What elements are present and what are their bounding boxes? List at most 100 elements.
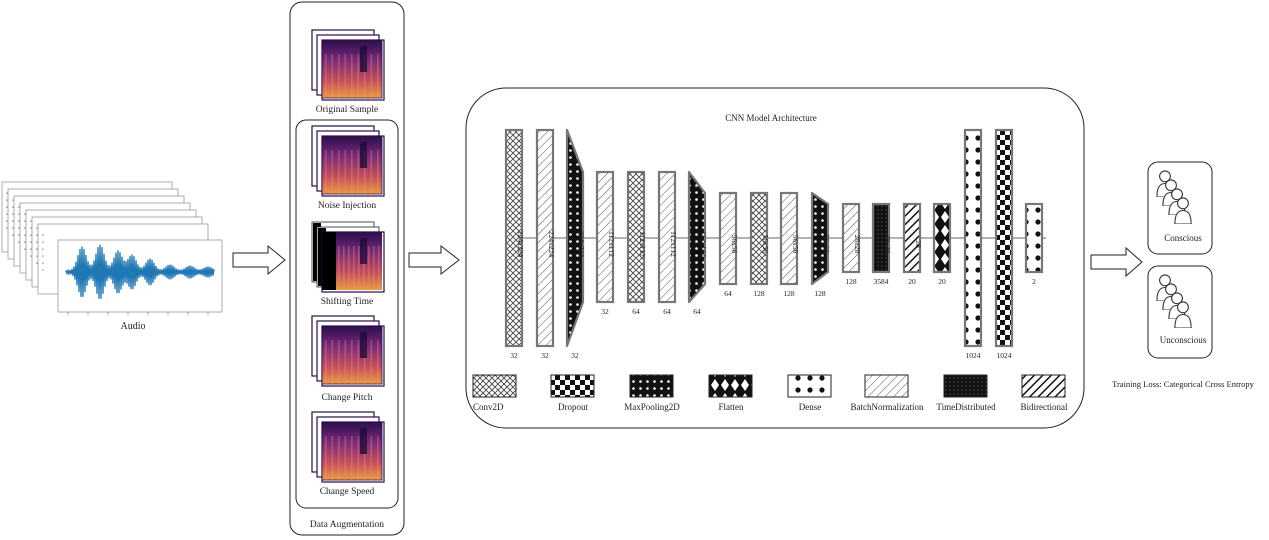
augmentation-sample-3-streak [344,340,347,384]
loss-caption: Training Loss: Categorical Cross Entropy [1112,379,1255,389]
legend-swatch-drop [550,374,595,398]
layer-8-block [749,191,769,286]
layer-9-block [779,191,799,286]
legend-label-td: TimeDistributed [936,402,996,412]
layer-9-dims: 56x56 [791,235,800,254]
layer-0-dims: 224x224 [516,231,525,258]
augmentation-sample-4-spectrogram [321,421,383,481]
model-panel [465,87,1085,429]
layer-15-block [963,128,983,348]
layer-1-channels: 32 [541,351,549,360]
layer-17-channels: 2 [1032,277,1036,286]
audio-tick: x [6,191,8,195]
augmentation-sample-2-streak [348,246,350,290]
layer-12-block [871,202,891,274]
augmentation-sample-1-streak [325,150,327,194]
augmentation-sample-3-streak [331,340,334,384]
layer-4-block [626,170,646,304]
output-class-label-0: Conscious [1164,233,1202,243]
augmentation-sample-3-streak [364,340,366,384]
augmentation-sample-4-streak [325,436,327,480]
augmentation-sample-0-streak [364,54,366,98]
layer-8-channels: 128 [753,289,765,298]
legend-swatch-dense [787,374,832,398]
audio-tick: x [36,226,38,230]
augmentation-sample-0-streak [377,54,379,98]
legend-swatch-pool [629,374,674,398]
augmentation-sample-4-streak [344,436,347,480]
audio-tick: x [24,212,26,216]
output-class-label-1: Unconscious [1160,335,1207,345]
legend-swatch-flat [708,374,753,398]
augmentation-title: Data Augmentation [310,520,384,530]
layer-11-channels: 128 [845,277,857,286]
layer-5-channels: 64 [663,307,671,316]
layer-5-dims: 112x112 [669,231,678,257]
augmentation-sample-0-streak [370,54,373,98]
layer-7-block [718,191,738,286]
augmentation-sample-0-spectrogram [321,39,383,99]
augmentation-sample-3-streak [338,340,340,384]
audio-label: Audio [121,321,146,332]
augmentation-sample-0-streak [351,54,353,98]
augmentation-sample-2-streak [368,246,370,290]
augmentation-sample-2-streak [353,246,355,290]
audio-tick: x [6,198,8,202]
augmentation-sample-4-dark-band [360,428,367,454]
augmentation-sample-2-streak [363,246,365,290]
layer-3-dims: 112x112 [607,231,616,257]
audio-tick: x [12,212,14,216]
model-layers: 224x22432224x22432224x22432112x11232112x… [504,128,1044,360]
layer-8-dims: 56x56 [761,235,770,254]
augmentation-sample-0-streak [357,54,360,98]
layer-12-dims: 28x28 [883,235,892,254]
legend-swatch-td [943,374,988,398]
legend-label-bn: BatchNormalization [851,402,924,412]
audio-tick: x [36,247,38,251]
augmentation-sample-3-streak [377,340,379,384]
audio-tick: x [24,226,26,230]
layer-17-block [1024,202,1044,274]
legend-swatch-bidir [1021,374,1066,398]
augmentation-label-1: Noise Injection [318,201,377,211]
layer-13-channels: 20 [908,277,916,286]
augmentation-inner-panel [295,119,399,509]
augmentation-sample-3-dark-band [360,332,367,358]
augmentation-sample-4-streak [338,436,340,480]
augmentation-sample-1-streak [351,150,353,194]
audio-waveform [65,244,215,299]
audio-tick: x [36,254,38,258]
augmentation-sample-3-streak [325,340,327,384]
augmentation-label-0: Original Sample [316,105,379,115]
model-title: CNN Model Architecture [725,113,816,123]
augmentation-sample-2-streak [338,246,340,290]
layer-6-block [687,170,707,304]
audio-tick: x [42,240,44,244]
layer-15-channels: 1024 [966,351,981,360]
layer-4-dims: 112x112 [638,231,647,257]
legend-label-bidir: Bidirectional [1021,402,1068,412]
augmentation-sample-0-streak [344,54,347,98]
augmentation-label-4: Change Speed [320,487,375,497]
augmentation-sample-0-streak [331,54,334,98]
audio-tick: x [12,233,14,237]
audio-tick: x [24,247,26,251]
layer-10-block [810,191,830,286]
legend-label-drop: Dropout [558,402,588,412]
augmentation-sample-3-streak [370,340,373,384]
audio-tick: x [6,226,8,230]
audio-tick: x [30,240,32,244]
arrow-audio-to-augmentation [232,244,286,276]
audio-tick: x [30,254,32,258]
layer-5-block [657,170,677,304]
layer-13-block [902,202,922,274]
augmentation-sample-1-streak [331,150,334,194]
layer-7-channels: 64 [724,289,732,298]
augmentation-sample-2-spectrogram [336,232,382,290]
audio-tick: x [24,233,26,237]
augmentation-sample-2-streak [378,246,380,290]
layer-16-block [994,128,1014,348]
audio-tick: x [42,233,44,237]
